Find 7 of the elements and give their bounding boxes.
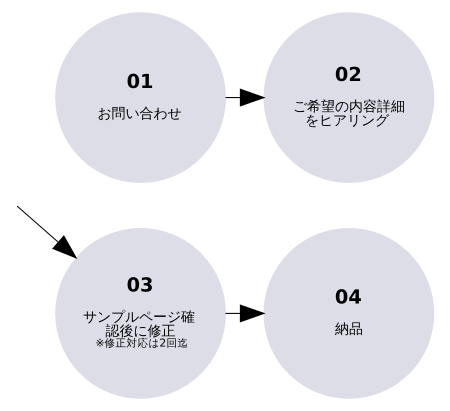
node-circle: 01 お問い合わせ bbox=[55, 12, 226, 183]
arrow bbox=[225, 304, 266, 322]
node-circle: 04 納品 bbox=[264, 228, 434, 399]
arrow bbox=[16, 206, 78, 259]
arrow bbox=[225, 88, 266, 107]
node-circle: 02 ご希望の内容詳細をヒアリング bbox=[264, 12, 434, 183]
node-circle: 03 サンプルページ確認後に修正 ※修正対応は2回迄 bbox=[55, 228, 226, 399]
